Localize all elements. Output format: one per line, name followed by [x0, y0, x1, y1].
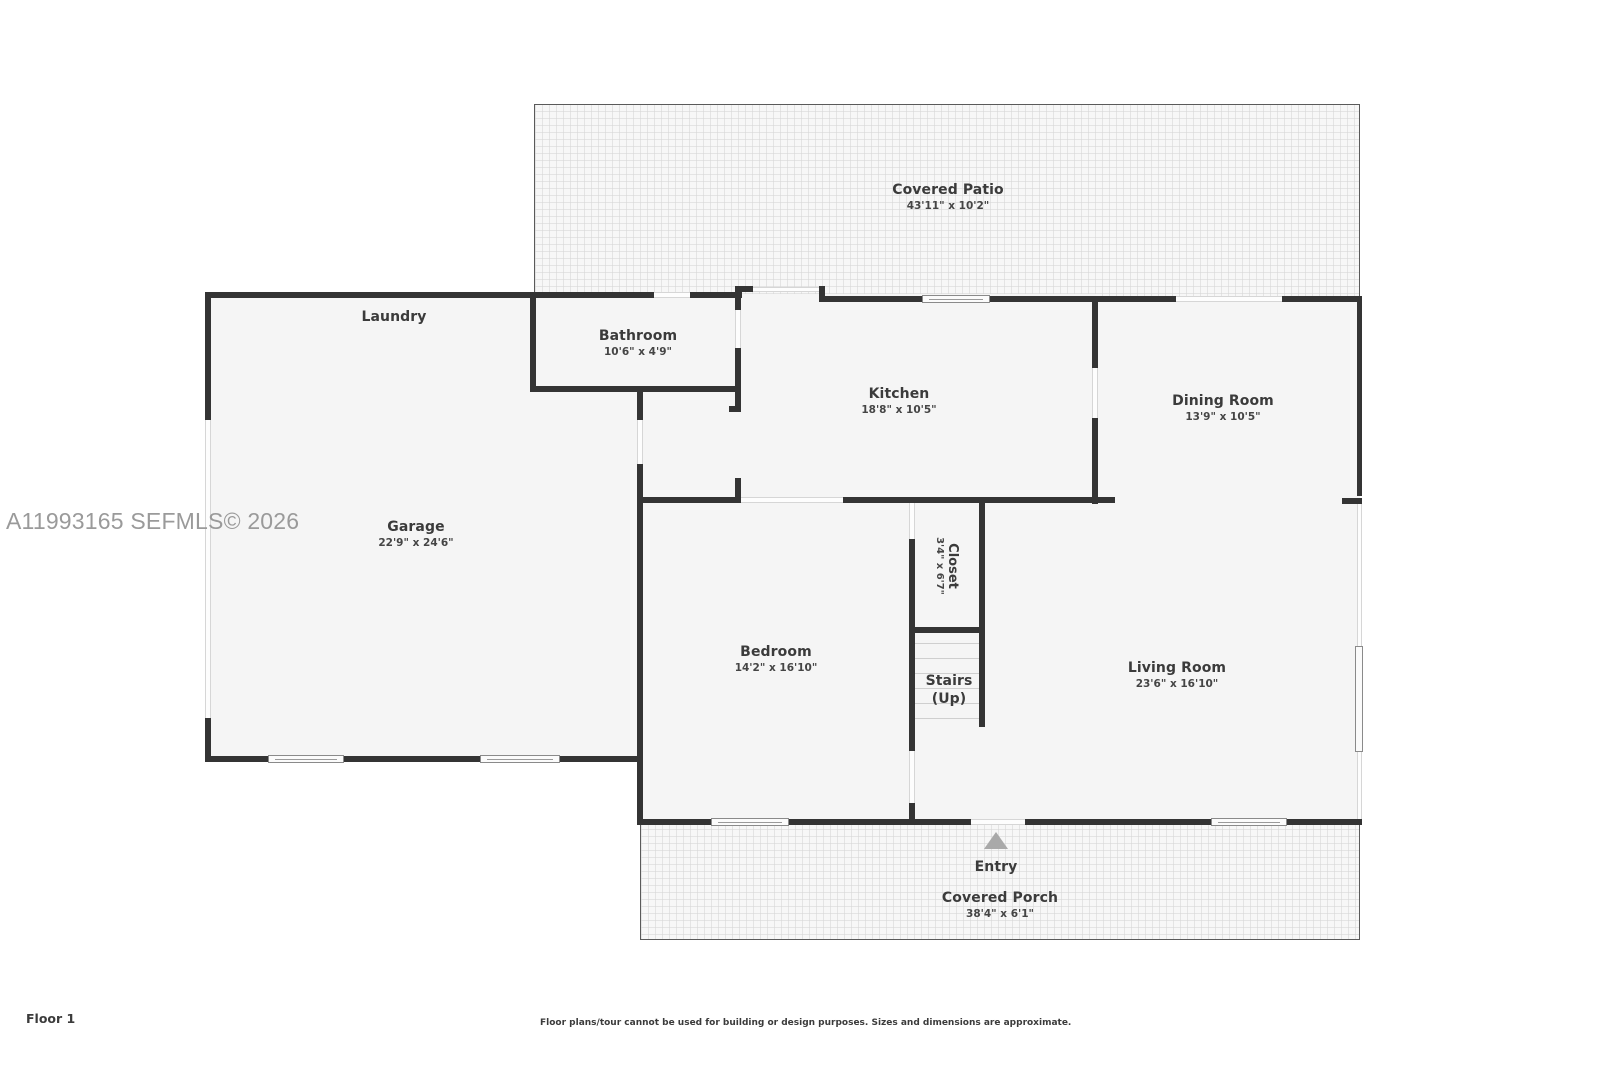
- dining-floor: [1094, 298, 1360, 504]
- wall: [843, 497, 1115, 503]
- dining-slider-opening: [1176, 296, 1282, 302]
- wall: [729, 406, 741, 412]
- room-label-stairs: Stairs (Up): [926, 673, 973, 707]
- room-label-covered-porch: Covered Porch 38'4" x 6'1": [942, 890, 1058, 920]
- floor-label: Floor 1: [26, 1011, 76, 1026]
- wall: [1025, 819, 1211, 825]
- bedroom-living-opening: [909, 751, 915, 803]
- room-dims: 18'8" x 10'5": [861, 404, 937, 416]
- room-label-covered-patio: Covered Patio 43'11" x 10'2": [892, 182, 1004, 212]
- room-name: Closet: [945, 543, 960, 589]
- bathroom-window-opening: [654, 292, 690, 298]
- wall: [530, 292, 536, 392]
- room-dims: 23'6" x 16'10": [1135, 678, 1219, 690]
- room-name: Kitchen: [868, 386, 930, 402]
- room-dims: 13'9" x 10'5": [1185, 411, 1261, 423]
- wall: [735, 478, 741, 503]
- room-label-entry: Entry: [975, 859, 1018, 875]
- east-opening-lower: [1357, 752, 1362, 824]
- east-opening: [1357, 504, 1362, 646]
- room-label-garage: Garage 22'9" x 24'6": [378, 519, 453, 549]
- front-door-opening: [971, 819, 1025, 825]
- room-dims: 38'4" x 6'1": [966, 908, 1034, 920]
- room-name: Dining Room: [1172, 393, 1274, 409]
- garage-side-opening: [205, 420, 211, 718]
- wall: [1287, 819, 1362, 825]
- wall: [735, 348, 741, 412]
- room-name: Bedroom: [740, 644, 812, 660]
- room-dims: 14'2" x 16'10": [734, 662, 818, 674]
- wall: [909, 803, 915, 823]
- wall: [735, 286, 753, 292]
- kitchen-floor: [640, 294, 1096, 502]
- wall: [735, 286, 741, 310]
- room-dims: 22'9" x 24'6": [378, 537, 454, 549]
- living-front-window: [1211, 818, 1287, 826]
- wall: [690, 292, 742, 298]
- wall: [979, 503, 985, 727]
- bathroom-door-opening: [735, 310, 741, 348]
- garage-window-2: [480, 755, 560, 763]
- wall: [909, 539, 915, 751]
- stairs-direction: (Up): [931, 691, 967, 707]
- room-label-living-room: Living Room 23'6" x 16'10": [1128, 660, 1226, 690]
- room-name: Laundry: [361, 309, 427, 325]
- wall: [205, 292, 536, 298]
- garage-window-1: [268, 755, 344, 763]
- disclaimer-text: Floor plans/tour cannot be used for buil…: [540, 1018, 1072, 1028]
- mls-watermark: A11993165 SEFMLS© 2026: [6, 508, 300, 534]
- living-side-window: [1355, 646, 1363, 752]
- wall: [205, 292, 211, 420]
- wall: [819, 286, 825, 302]
- wall: [637, 497, 741, 503]
- room-label-dining-room: Dining Room 13'9" x 10'5": [1172, 393, 1274, 423]
- room-label-laundry: Laundry: [361, 309, 426, 325]
- wall: [819, 296, 922, 302]
- room-label-kitchen: Kitchen 18'8" x 10'5": [861, 386, 936, 416]
- living-floor: [912, 500, 1360, 822]
- kitchen-bedroom-opening: [741, 497, 843, 503]
- room-name: Garage: [387, 519, 445, 535]
- room-label-closet: Closet 3'4" x 6'7": [934, 537, 960, 595]
- room-name: Covered Patio: [892, 182, 1004, 198]
- wall: [1282, 296, 1362, 302]
- bedroom-front-window: [711, 818, 789, 826]
- room-name: Entry: [974, 859, 1018, 875]
- room-dims: 10'6" x 4'9": [604, 346, 672, 358]
- room-name: Bathroom: [598, 328, 678, 344]
- closet-door-opening: [909, 503, 915, 539]
- wall: [912, 627, 985, 633]
- covered-patio-area: [534, 104, 1360, 298]
- kitchen-window: [922, 295, 990, 303]
- wall: [1357, 296, 1362, 496]
- entry-arrow-icon: [984, 832, 1008, 849]
- stairs-treads: [915, 633, 979, 727]
- laundry-opening: [637, 420, 643, 464]
- wall: [1342, 498, 1362, 504]
- wall: [205, 756, 641, 762]
- wall: [990, 296, 1176, 302]
- wall: [789, 819, 971, 825]
- wall: [205, 718, 211, 762]
- wall: [1092, 418, 1098, 504]
- wall: [637, 386, 643, 420]
- kitchen-dining-opening: [1092, 368, 1098, 418]
- bedroom-floor: [640, 500, 914, 822]
- wall: [1092, 298, 1098, 368]
- room-name: Living Room: [1127, 660, 1227, 676]
- room-label-bedroom: Bedroom 14'2" x 16'10": [735, 644, 818, 674]
- room-dims: 43'11" x 10'2": [906, 200, 990, 212]
- room-name: Stairs: [925, 673, 973, 689]
- wall: [637, 819, 711, 825]
- wall: [637, 464, 643, 824]
- wall: [530, 292, 654, 298]
- back-door-opening: [753, 287, 821, 292]
- wall: [530, 386, 740, 392]
- room-dims: 3'4" x 6'7": [934, 537, 945, 595]
- room-label-bathroom: Bathroom 10'6" x 4'9": [599, 328, 677, 358]
- room-name: Covered Porch: [941, 890, 1059, 906]
